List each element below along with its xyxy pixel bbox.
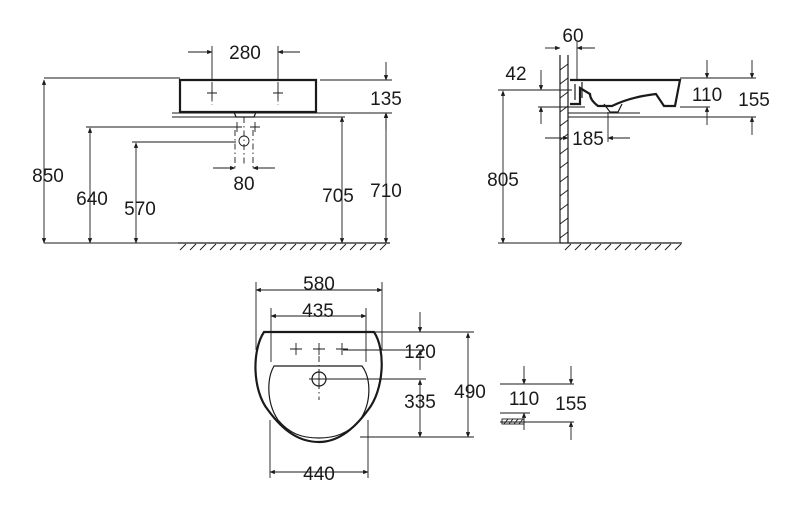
front-view: 280 850 640 570 80 135 705 710: [32, 43, 402, 251]
dim-wall-offset: 60: [562, 26, 583, 47]
side-view: 60 42 805 185 110 155: [487, 26, 770, 251]
dim-fixing-total: 155: [555, 394, 587, 415]
floor-hatch-side: [564, 243, 682, 251]
dim-waste-projection: 185: [572, 129, 604, 150]
dim-tap-spacing: 280: [229, 43, 261, 64]
top-view: 580 435 120 335 490 440: [254, 274, 486, 485]
fixing-detail: 110 155: [500, 366, 587, 440]
dim-inner-depth: 110: [692, 85, 722, 106]
floor-hatch-front: [179, 243, 387, 251]
dim-back-to-holes: 120: [404, 342, 436, 363]
dim-outer-width: 580: [303, 274, 335, 295]
dim-pedestal-height-1: 705: [322, 186, 354, 207]
dim-supply-spacing: 80: [233, 174, 254, 195]
basin-top-outline: [254, 330, 383, 444]
dim-floor-height: 805: [487, 170, 519, 191]
dim-basin-height: 135: [370, 89, 402, 110]
basin-front-outline: [178, 78, 318, 114]
dim-fixing-depth: 110: [509, 389, 539, 410]
dim-bowl-width: 440: [303, 464, 335, 485]
dim-overall-depth: 490: [454, 382, 486, 403]
dim-height-to-rim: 850: [32, 166, 64, 187]
dim-pedestal-height-2: 710: [370, 181, 402, 202]
basin-bowl: [268, 365, 370, 439]
dim-top-offset: 42: [505, 64, 526, 85]
basin-side-profile: [570, 78, 682, 108]
dim-waste-height: 640: [76, 189, 108, 210]
dim-total-depth: 155: [738, 90, 770, 111]
dim-front-to-drain: 335: [404, 392, 436, 413]
dim-hole-spacing: 435: [302, 301, 334, 322]
dim-supply-height: 570: [124, 199, 156, 220]
